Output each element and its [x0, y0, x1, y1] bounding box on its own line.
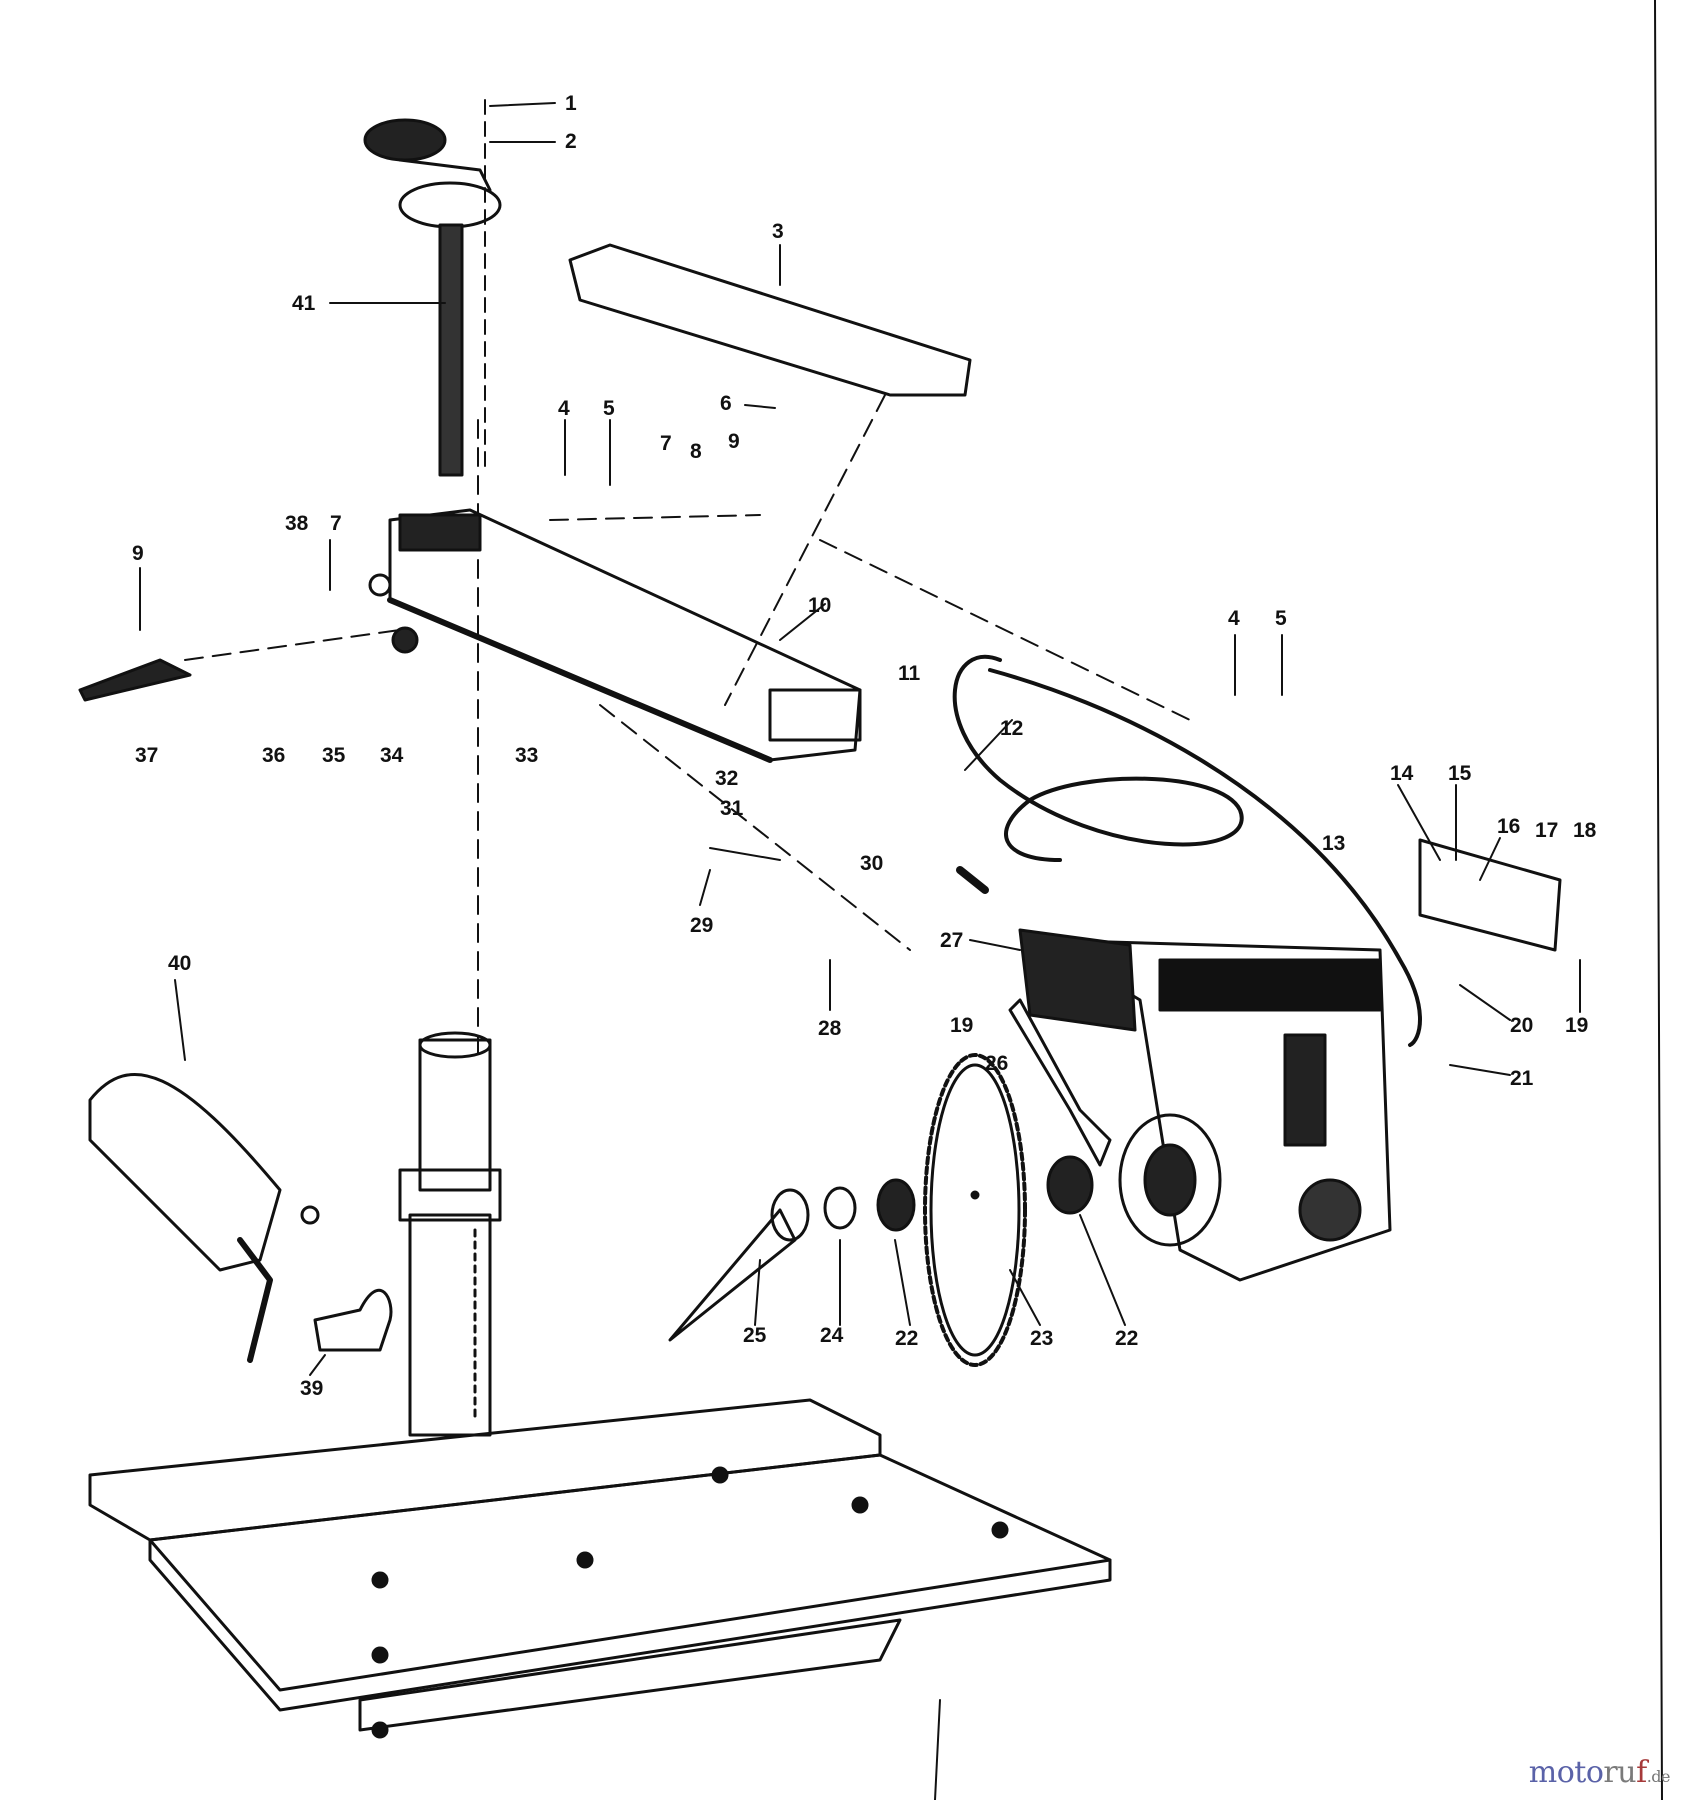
- callout-29: 29: [690, 914, 713, 937]
- dashed-leader-lines: [184, 394, 1191, 1061]
- callout-4a: 4: [558, 397, 570, 420]
- power-cord-part: [952, 654, 1422, 1047]
- callout-22a: 22: [895, 1327, 918, 1350]
- motor-assembly: [1018, 928, 1392, 1282]
- arm-lock-assembly: [78, 573, 419, 702]
- callout-27: 27: [940, 929, 963, 952]
- callout-14: 14: [1390, 762, 1414, 785]
- table-part: [88, 1398, 1112, 1800]
- callout-leaders: [139, 102, 1581, 1376]
- watermark-suffix: .de: [1646, 1767, 1671, 1786]
- callout-20: 20: [1510, 1014, 1533, 1037]
- callout-38: 38: [285, 512, 309, 535]
- callout-28: 28: [818, 1017, 842, 1040]
- callout-17: 17: [1535, 819, 1558, 842]
- watermark-part-c: f: [1636, 1755, 1647, 1790]
- watermark-logo: motoruf.de: [1528, 1755, 1671, 1790]
- callout-40: 40: [168, 952, 191, 975]
- wrench-part: [1008, 998, 1112, 1167]
- callout-10: 10: [808, 594, 831, 617]
- callout-23: 23: [1030, 1327, 1053, 1350]
- crank-handle-assembly: [363, 99, 502, 477]
- callout-34: 34: [380, 744, 404, 767]
- arbor-collar-parts: [668, 1155, 1094, 1342]
- callout-7a: 7: [660, 432, 672, 455]
- callout-35: 35: [322, 744, 346, 767]
- callout-33: 33: [515, 744, 538, 767]
- column-part: [398, 1031, 502, 1437]
- carriage-bracket-part: [1418, 838, 1562, 952]
- callout-16: 16: [1497, 815, 1520, 838]
- callout-6: 6: [720, 392, 732, 415]
- callout-32: 32: [715, 767, 738, 790]
- callout-12: 12: [1000, 717, 1023, 740]
- callout-21: 21: [1510, 1067, 1534, 1090]
- callout-2: 2: [565, 130, 577, 153]
- callout-15: 15: [1448, 762, 1472, 785]
- callout-9a: 9: [728, 430, 740, 453]
- watermark-part-b: ru: [1603, 1755, 1637, 1790]
- callout-labels: 1 2 3 41 4 5 6 7 8 9 38 7 9 10 37 36 35 …: [132, 92, 1597, 1400]
- callout-31: 31: [720, 797, 744, 820]
- callout-36: 36: [262, 744, 285, 767]
- callout-19b: 19: [950, 1014, 973, 1037]
- callout-1: 1: [565, 92, 577, 115]
- callout-18: 18: [1573, 819, 1597, 842]
- saw-blade-part: [923, 1053, 1027, 1367]
- watermark-part-a: moto: [1528, 1755, 1604, 1790]
- callout-9b: 9: [132, 542, 144, 565]
- callout-22b: 22: [1115, 1327, 1138, 1350]
- elbow-fitting-part: [313, 1288, 393, 1352]
- callout-11: 11: [898, 662, 921, 685]
- callout-37: 37: [135, 744, 158, 767]
- callout-39: 39: [300, 1377, 323, 1400]
- callout-24: 24: [820, 1324, 844, 1347]
- callout-25: 25: [743, 1324, 767, 1347]
- callout-41: 41: [292, 292, 316, 315]
- callout-13: 13: [1322, 832, 1345, 855]
- callout-26: 26: [985, 1052, 1008, 1075]
- callout-5a: 5: [603, 397, 615, 420]
- arm-cover-part: [568, 243, 972, 397]
- page-border-line: [1654, 0, 1663, 1800]
- callout-4b: 4: [1228, 607, 1240, 630]
- callout-8: 8: [690, 440, 702, 463]
- callout-5b: 5: [1275, 607, 1287, 630]
- callout-19a: 19: [1565, 1014, 1588, 1037]
- callout-7b: 7: [330, 512, 342, 535]
- callout-3: 3: [772, 220, 784, 243]
- radial-arm-part: [387, 508, 862, 763]
- blade-guard-part: [88, 1073, 320, 1363]
- callout-30: 30: [860, 852, 883, 875]
